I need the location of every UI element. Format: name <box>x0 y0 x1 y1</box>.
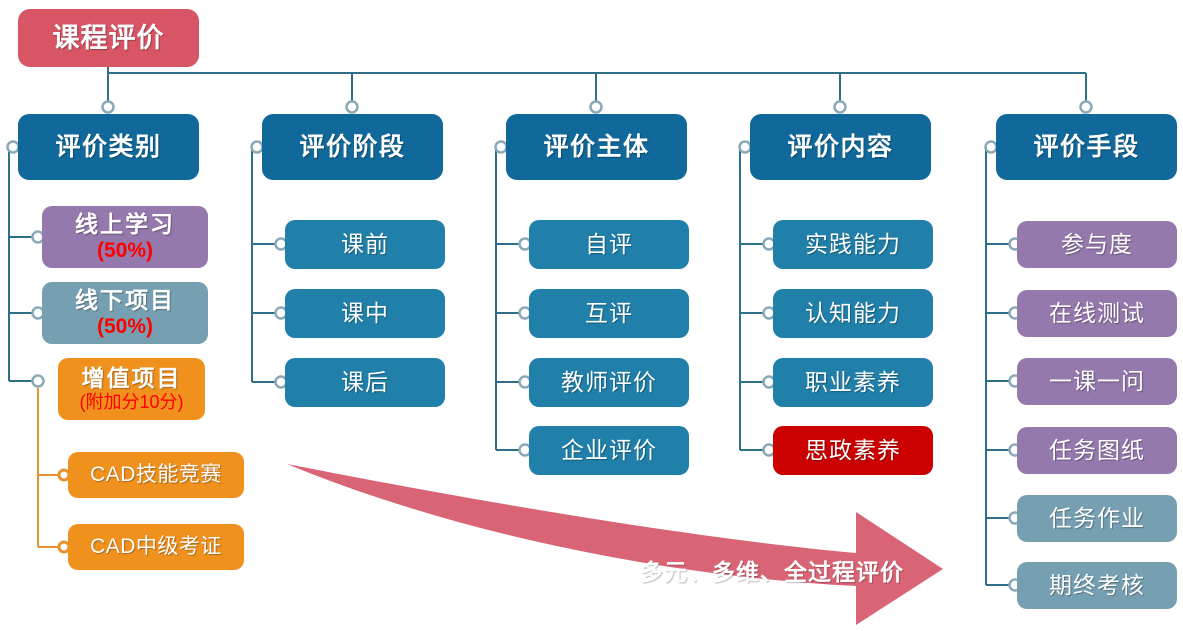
node-after-class[interactable]: 课后 <box>285 358 445 407</box>
node-participation[interactable]: 参与度 <box>1017 221 1177 268</box>
node-offline-project-weight: (50%) <box>96 314 154 338</box>
column-header-evaluation-subject[interactable]: 评价主体 <box>506 114 687 180</box>
process-arrow-label: 多元、多维、全过程评价 <box>640 559 904 585</box>
diagram-title-label: 课程评价 <box>52 22 165 53</box>
node-final-assessment-label: 期终考核 <box>1049 571 1145 598</box>
node-peer-evaluation-label: 互评 <box>585 299 633 326</box>
node-value-added-project-label: 增值项目 <box>81 364 182 391</box>
node-task-drawing[interactable]: 任务图纸 <box>1017 427 1177 474</box>
node-offline-project-label: 线下项目 <box>75 286 175 313</box>
node-before-class-label: 课前 <box>341 230 389 257</box>
node-professional-quality[interactable]: 职业素养 <box>773 358 933 407</box>
node-cad-intermediate-certification-label: CAD中级考证 <box>90 535 222 559</box>
node-offline-project[interactable]: 线下项目 (50%) <box>42 282 208 344</box>
node-task-drawing-label: 任务图纸 <box>1049 436 1145 463</box>
node-cad-intermediate-certification[interactable]: CAD中级考证 <box>68 524 244 570</box>
node-one-lesson-one-question-label: 一课一问 <box>1049 367 1145 394</box>
node-enterprise-evaluation[interactable]: 企业评价 <box>529 426 689 475</box>
column-header-evaluation-category[interactable]: 评价类别 <box>18 114 199 180</box>
node-online-learning[interactable]: 线上学习 (50%) <box>42 206 208 268</box>
diagram-title: 课程评价 <box>18 9 199 67</box>
node-during-class-label: 课中 <box>341 299 389 326</box>
node-final-assessment[interactable]: 期终考核 <box>1017 562 1177 609</box>
node-value-added-project[interactable]: 增值项目 (附加分10分) <box>58 358 205 420</box>
node-self-evaluation[interactable]: 自评 <box>529 220 689 269</box>
node-ideological-political-quality-label: 思政素养 <box>805 436 901 463</box>
column-header-label: 评价类别 <box>55 133 162 161</box>
column-header-label: 评价阶段 <box>299 133 406 161</box>
column-header-evaluation-content[interactable]: 评价内容 <box>750 114 931 180</box>
node-one-lesson-one-question[interactable]: 一课一问 <box>1017 358 1177 405</box>
column-header-label: 评价主体 <box>543 133 650 161</box>
node-cognitive-ability[interactable]: 认知能力 <box>773 289 933 338</box>
node-online-learning-weight: (50%) <box>96 238 154 262</box>
node-online-test-label: 在线测试 <box>1049 299 1145 326</box>
node-online-test[interactable]: 在线测试 <box>1017 290 1177 337</box>
node-online-learning-label: 线上学习 <box>75 210 175 237</box>
column-header-label: 评价手段 <box>1033 133 1140 161</box>
node-during-class[interactable]: 课中 <box>285 289 445 338</box>
node-professional-quality-label: 职业素养 <box>805 368 901 395</box>
column-header-evaluation-method[interactable]: 评价手段 <box>996 114 1177 180</box>
node-teacher-evaluation-label: 教师评价 <box>561 368 657 395</box>
column-header-label: 评价内容 <box>787 133 894 161</box>
node-before-class[interactable]: 课前 <box>285 220 445 269</box>
node-practical-ability-label: 实践能力 <box>805 230 901 257</box>
node-cognitive-ability-label: 认知能力 <box>805 299 901 326</box>
node-enterprise-evaluation-label: 企业评价 <box>561 436 657 463</box>
node-teacher-evaluation[interactable]: 教师评价 <box>529 358 689 407</box>
node-cad-skill-competition[interactable]: CAD技能竞赛 <box>68 452 244 498</box>
node-ideological-political-quality[interactable]: 思政素养 <box>773 426 933 475</box>
node-value-added-project-bonus: (附加分10分) <box>79 392 184 413</box>
node-practical-ability[interactable]: 实践能力 <box>773 220 933 269</box>
node-after-class-label: 课后 <box>341 368 389 395</box>
node-task-assignment-label: 任务作业 <box>1049 504 1145 531</box>
column-header-evaluation-stage[interactable]: 评价阶段 <box>262 114 443 180</box>
process-arrow <box>287 464 943 625</box>
node-peer-evaluation[interactable]: 互评 <box>529 289 689 338</box>
node-participation-label: 参与度 <box>1061 230 1133 257</box>
node-cad-skill-competition-label: CAD技能竞赛 <box>90 463 222 487</box>
node-task-assignment[interactable]: 任务作业 <box>1017 495 1177 542</box>
node-self-evaluation-label: 自评 <box>585 230 633 257</box>
